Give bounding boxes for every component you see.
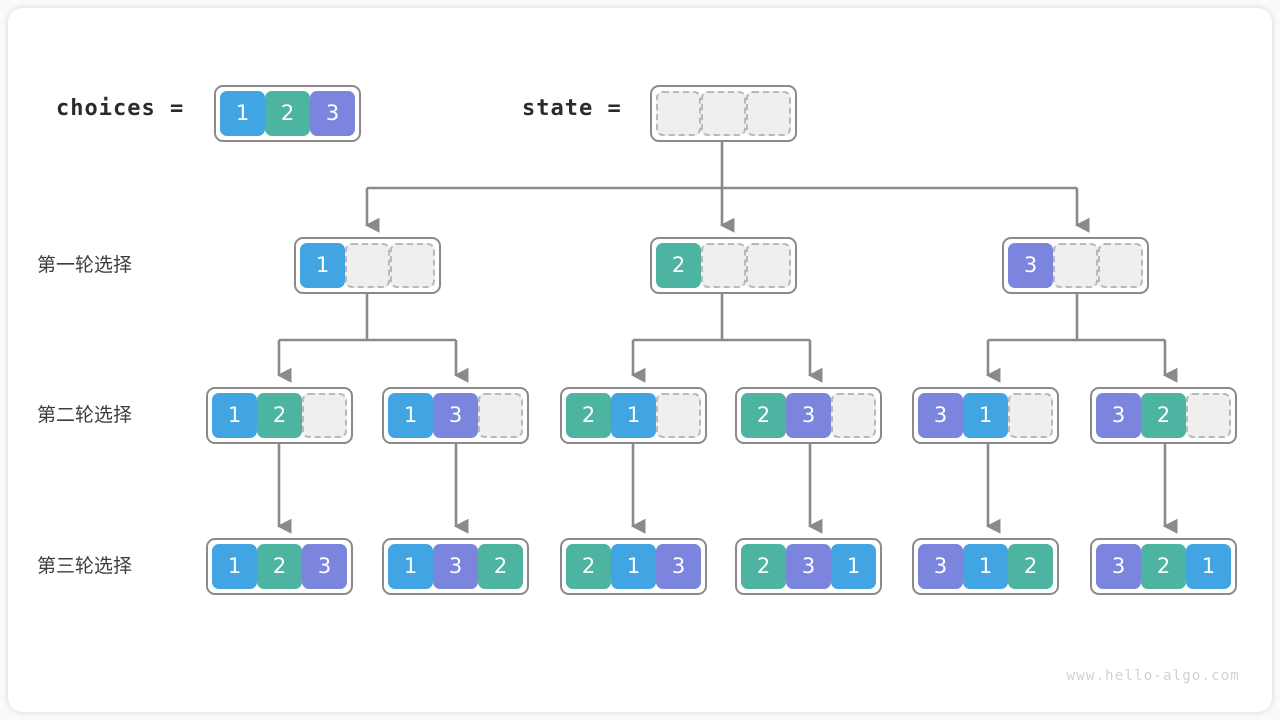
round1-array-3-cell-0: 3 — [1008, 243, 1053, 288]
state-label: state = — [522, 96, 622, 121]
round2-array-3-cell-1: 1 — [611, 393, 656, 438]
round3-array-3-cell-0: 2 — [566, 544, 611, 589]
round2-array-5-cell-0: 3 — [918, 393, 963, 438]
round1-array-3-cell-1 — [1053, 243, 1098, 288]
choices-label: choices = — [56, 96, 185, 121]
round3-array-5-cell-0: 3 — [918, 544, 963, 589]
round3-array-6-cell-1: 2 — [1141, 544, 1186, 589]
round1-array-1-cell-2 — [390, 243, 435, 288]
round3-array-2-cell-1: 3 — [433, 544, 478, 589]
state-array[interactable] — [650, 85, 797, 142]
row-label-round1: 第一轮选择 — [37, 254, 133, 276]
round2-array-2-cell-1: 3 — [433, 393, 478, 438]
round3-array-4-cell-1: 3 — [786, 544, 831, 589]
round1-array-1[interactable]: 1 — [294, 237, 441, 294]
round2-array-1-cell-2 — [302, 393, 347, 438]
round2-array-4-cell-0: 2 — [741, 393, 786, 438]
round3-array-5-cell-1: 1 — [963, 544, 1008, 589]
choices-array-cell-2: 3 — [310, 91, 355, 136]
state-array-cell-1 — [701, 91, 746, 136]
round2-array-6-cell-1: 2 — [1141, 393, 1186, 438]
round2-array-5-cell-2 — [1008, 393, 1053, 438]
round2-array-4-cell-2 — [831, 393, 876, 438]
round3-array-6-cell-2: 1 — [1186, 544, 1231, 589]
round1-array-2-cell-1 — [701, 243, 746, 288]
round2-array-4-cell-1: 3 — [786, 393, 831, 438]
round3-array-5-cell-2: 2 — [1008, 544, 1053, 589]
round2-array-6-cell-2 — [1186, 393, 1231, 438]
round3-array-6-cell-0: 3 — [1096, 544, 1141, 589]
round1-array-2-cell-2 — [746, 243, 791, 288]
state-array-cell-0 — [656, 91, 701, 136]
row-label-round2: 第二轮选择 — [37, 404, 133, 426]
round1-array-2-cell-0: 2 — [656, 243, 701, 288]
choices-array-cell-1: 2 — [265, 91, 310, 136]
round3-array-4-cell-2: 1 — [831, 544, 876, 589]
round1-array-1-cell-1 — [345, 243, 390, 288]
round3-array-1-cell-2: 3 — [302, 544, 347, 589]
round1-array-3-cell-2 — [1098, 243, 1143, 288]
round2-array-2-cell-0: 1 — [388, 393, 433, 438]
round2-array-5-cell-1: 1 — [963, 393, 1008, 438]
choices-array-cell-0: 1 — [220, 91, 265, 136]
round3-array-2-cell-2: 2 — [478, 544, 523, 589]
round2-array-3-cell-2 — [656, 393, 701, 438]
round3-array-3-cell-1: 1 — [611, 544, 656, 589]
round3-array-4-cell-0: 2 — [741, 544, 786, 589]
round3-array-2-cell-0: 1 — [388, 544, 433, 589]
round2-array-6-cell-0: 3 — [1096, 393, 1141, 438]
round3-array-3-cell-2: 3 — [656, 544, 701, 589]
round2-array-3-cell-0: 2 — [566, 393, 611, 438]
round2-array-1-cell-1: 2 — [257, 393, 302, 438]
state-array-cell-2 — [746, 91, 791, 136]
row-label-round3: 第三轮选择 — [37, 555, 133, 577]
round3-array-1-cell-1: 2 — [257, 544, 302, 589]
round2-array-2-cell-2 — [478, 393, 523, 438]
round1-array-2[interactable]: 2 — [650, 237, 797, 294]
round1-array-1-cell-0: 1 — [300, 243, 345, 288]
round1-array-3[interactable]: 3 — [1002, 237, 1149, 294]
round3-array-1-cell-0: 1 — [212, 544, 257, 589]
watermark: www.hello-algo.com — [1066, 668, 1240, 684]
round2-array-1-cell-0: 1 — [212, 393, 257, 438]
